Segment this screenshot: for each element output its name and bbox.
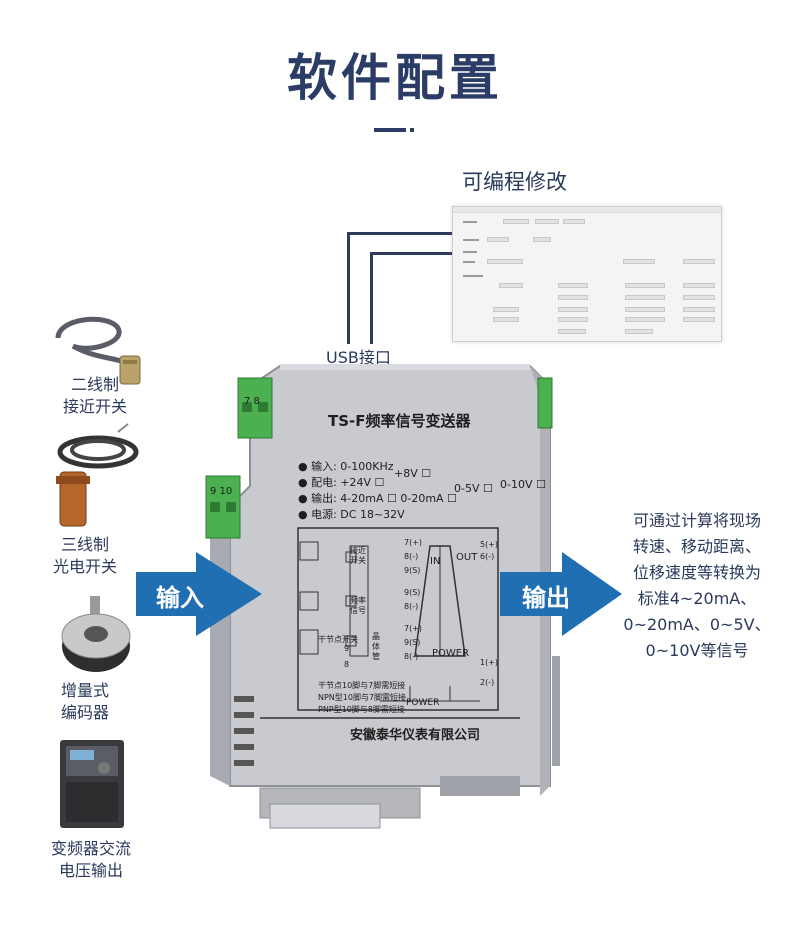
spec-input: ● 输入: 0-100KHz xyxy=(298,460,394,473)
pin-label: 9(S) xyxy=(404,638,421,647)
pin-label: 9(S) xyxy=(404,566,421,575)
pin-label: 9(S) xyxy=(404,588,421,597)
usb-line-1-h xyxy=(347,232,452,235)
diagram-prox-label: 接近开关 xyxy=(350,546,366,565)
sensor-label-4: 变频器交流电压输出 xyxy=(50,839,131,880)
pin-label: 7(+) xyxy=(404,538,423,547)
spec-plus8v: +8V ☐ xyxy=(394,467,432,480)
sensor-label-2: 三线制光电开关 xyxy=(52,535,117,576)
diagram-transistor-label: 晶体管 xyxy=(372,632,380,661)
pin-label: 7(+) xyxy=(404,624,423,633)
page-title: 软件配置 xyxy=(287,49,503,107)
photoelectric-switch-icon xyxy=(56,423,139,527)
pin-label: 8(-) xyxy=(404,652,419,661)
dry-pin-label: 8 xyxy=(344,660,350,669)
wiring-note-1: 干节点10脚与7脚需短接 xyxy=(318,681,406,690)
title-underline xyxy=(374,128,406,132)
title-underline-dot xyxy=(410,128,414,132)
output-arrow xyxy=(500,552,622,636)
diagram-freq-label: 频率信号 xyxy=(350,596,366,615)
pin-label: 6(-) xyxy=(480,552,495,561)
pin-label: 8(-) xyxy=(404,602,419,611)
usb-line-2-h xyxy=(370,252,452,255)
input-arrow xyxy=(136,552,262,636)
spec-output: ● 输出: 4-20mA ☐ 0-20mA ☐ xyxy=(298,492,457,505)
diagram-power-bottom: POWER xyxy=(406,698,440,708)
spec-power-supply: ● 配电: +24V ☐ xyxy=(298,476,385,489)
sensor-label-1: 二线制接近开关 xyxy=(62,375,127,416)
diagram-out: OUT xyxy=(456,552,478,563)
software-screenshot xyxy=(452,206,722,342)
terminal-label-mid: 9 10 xyxy=(210,486,233,497)
dry-pin-label: 9 xyxy=(344,644,350,653)
encoder-icon xyxy=(61,596,131,672)
conversion-description: 可通过计算将现场 转速、移动距离、 位移速度等转换为 标准4~20mA、 0~2… xyxy=(623,511,771,660)
device-maker: 安徽泰华仪表有限公司 xyxy=(350,728,481,743)
transmitter-device xyxy=(205,364,560,829)
diagram-dry-label: 干节点开关 xyxy=(318,635,358,644)
usb-label: USB接口 xyxy=(326,348,391,367)
usb-line-2 xyxy=(370,252,373,344)
terminal-label-top: 7 8 xyxy=(244,396,260,407)
wiring-note-2: NPN型10脚与7脚需短接 xyxy=(318,693,407,702)
wiring-note-3: PNP型10脚与8脚需短接 xyxy=(318,705,405,714)
output-arrow-label: 输出 xyxy=(522,584,570,612)
spec-0-10v: 0-10V ☐ xyxy=(500,478,546,491)
input-arrow-label: 输入 xyxy=(156,584,204,612)
inverter-icon xyxy=(60,740,124,828)
spec-power: ● 电源: DC 18~32V xyxy=(298,508,405,521)
software-caption: 可编程修改 xyxy=(462,170,567,194)
pin-label: 8(-) xyxy=(404,552,419,561)
diagram-power: POWER xyxy=(432,648,470,659)
pin-label: 2(-) xyxy=(480,678,495,687)
spec-0-5v: 0-5V ☐ xyxy=(454,482,493,495)
proximity-switch-icon xyxy=(55,316,141,385)
diagram-in: IN xyxy=(430,556,441,567)
usb-line-1 xyxy=(347,232,350,344)
pin-label: 1(+) xyxy=(480,658,499,667)
pin-label: 5(+) xyxy=(480,540,499,549)
sensor-label-3: 增量式编码器 xyxy=(60,681,109,722)
device-model: TS-F频率信号变送器 xyxy=(328,412,471,430)
